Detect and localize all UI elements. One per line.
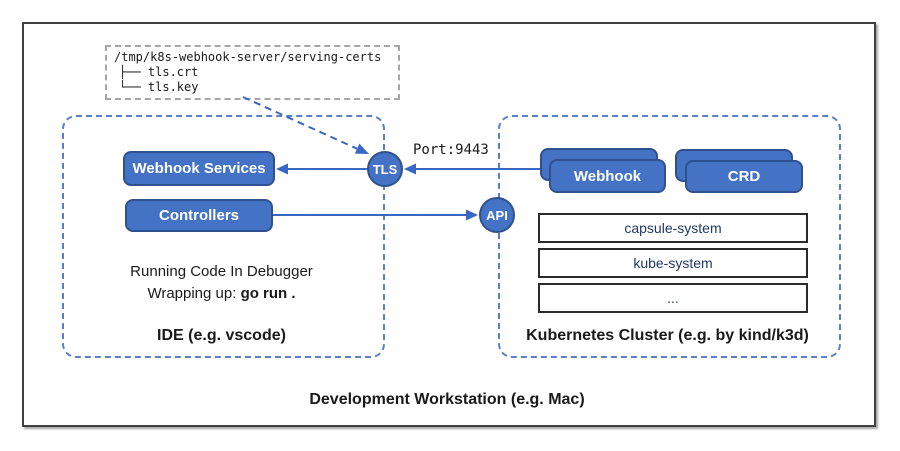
- controllers-label: Controllers: [158, 207, 239, 224]
- tls-endpoint-circle: TLS: [367, 151, 403, 187]
- ide-note-line2-prefix: Wrapping up:: [147, 285, 241, 302]
- namespace-label: kube-system: [633, 255, 713, 271]
- webhook-services-node: Webhook Services: [123, 151, 275, 186]
- namespace-row-capsule-system: capsule-system: [538, 213, 808, 243]
- namespace-label: capsule-system: [624, 220, 722, 236]
- tls-label: TLS: [372, 161, 398, 177]
- api-endpoint-circle: API: [479, 197, 515, 233]
- certs-path: /tmp/k8s-webhook-server/serving-certs: [114, 50, 382, 64]
- namespace-row-ellipsis: ...: [538, 283, 808, 313]
- crd-node: CRD: [685, 160, 803, 193]
- ide-section-label: IDE (e.g. vscode): [157, 327, 286, 344]
- ide-note-line2: Wrapping up: go run .: [62, 283, 381, 305]
- cluster-section-label: Kubernetes Cluster (e.g. by kind/k3d): [526, 327, 809, 344]
- ide-note-line1: Running Code In Debugger: [130, 263, 313, 280]
- certs-file-crt: ├── tls.crt: [119, 65, 199, 79]
- namespace-label: ...: [667, 290, 679, 306]
- namespace-row-kube-system: kube-system: [538, 248, 808, 278]
- certs-file-key: └── tls.key: [119, 80, 199, 94]
- port-annotation: Port:9443: [413, 142, 489, 158]
- webhook-node: Webhook: [549, 159, 666, 193]
- ide-note: Running Code In Debugger Wrapping up: go…: [62, 261, 381, 305]
- ide-note-command: go run .: [240, 285, 296, 302]
- serving-certs-box: /tmp/k8s-webhook-server/serving-certs ├─…: [105, 45, 400, 100]
- webhook-label: Webhook: [573, 167, 642, 185]
- api-label: API: [486, 207, 508, 223]
- ide-container: [62, 115, 385, 358]
- webhook-services-label: Webhook Services: [132, 160, 266, 177]
- controllers-node: Controllers: [125, 199, 273, 232]
- kubernetes-cluster-container: [498, 115, 841, 358]
- workstation-title: Development Workstation (e.g. Mac): [309, 391, 585, 408]
- crd-label: CRD: [727, 168, 761, 185]
